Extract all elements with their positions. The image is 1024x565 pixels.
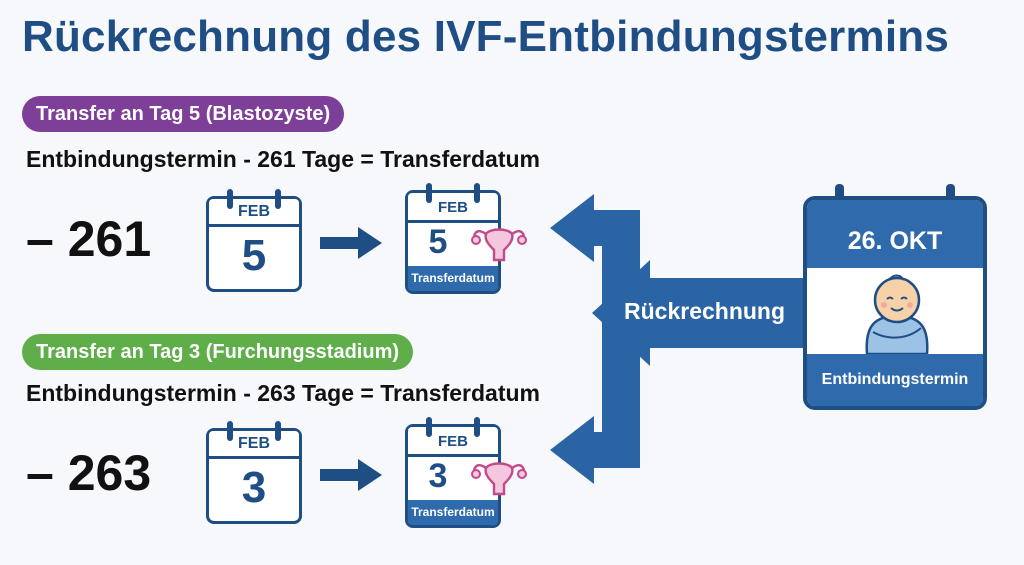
day3-minus-days: – 263 — [26, 445, 152, 501]
calendar-month: FEB — [238, 435, 270, 452]
day5-from-calendar: FEB 5 — [206, 189, 302, 292]
day3-transfer-calendar: FEB 3 Transferdatum — [405, 417, 501, 528]
page-title: Rückrechnung des IVF-Entbindungstermins — [22, 12, 949, 61]
calendar-day: 3 — [428, 457, 448, 495]
calendar-header — [408, 427, 498, 458]
arrow-right-icon — [320, 459, 382, 491]
calendar-ring — [474, 183, 480, 203]
calendar-day: 5 — [428, 223, 448, 261]
due-date-label: Entbindungstermin — [807, 354, 983, 406]
calendar-month: FEB — [438, 199, 468, 216]
uterus-icon — [471, 462, 527, 496]
calendar-header — [209, 199, 299, 228]
day5-transfer-calendar: FEB 5 Transferdatum — [405, 183, 501, 294]
calendar-month: FEB — [238, 203, 270, 220]
calendar-day: 5 — [241, 231, 267, 280]
rueckrechnung-label: Rückrechnung — [624, 298, 786, 324]
calendar-ring — [426, 417, 432, 437]
calendar-header — [209, 431, 299, 460]
day3-formula: Entbindungstermin - 263 Tage = Transferd… — [26, 380, 540, 406]
rueckrechnung-arrow-icon — [550, 194, 808, 484]
day3-from-calendar: FEB 3 — [206, 421, 302, 524]
calendar-ring — [474, 417, 480, 437]
day5-transfer-pill: Transfer an Tag 5 (Blastozyste) — [22, 96, 345, 132]
calendar-day: 3 — [241, 463, 267, 512]
due-date: 26. OKT — [807, 200, 983, 268]
calendar-month: FEB — [438, 433, 468, 450]
calendar-ring — [946, 184, 955, 214]
day5-minus-days: – 261 — [26, 211, 152, 267]
calendar-ring — [275, 421, 281, 441]
day5-formula: Entbindungstermin - 261 Tage = Transferd… — [26, 146, 540, 172]
calendar-ring — [275, 189, 281, 209]
transfer-date-label: Transferdatum — [408, 265, 498, 291]
baby-icon — [865, 274, 929, 356]
calendar-header — [408, 193, 498, 224]
calendar-ring — [227, 421, 233, 441]
day3-transfer-pill: Transfer an Tag 3 (Furchungsstadium) — [22, 334, 414, 370]
due-date-calendar: 26. OKT Entbindungstermin — [803, 184, 987, 410]
arrow-right-icon — [320, 227, 382, 259]
transfer-date-label: Transferdatum — [408, 499, 498, 525]
calendar-ring — [835, 184, 844, 214]
calendar-ring — [227, 189, 233, 209]
calendar-ring — [426, 183, 432, 203]
uterus-icon — [471, 228, 527, 262]
